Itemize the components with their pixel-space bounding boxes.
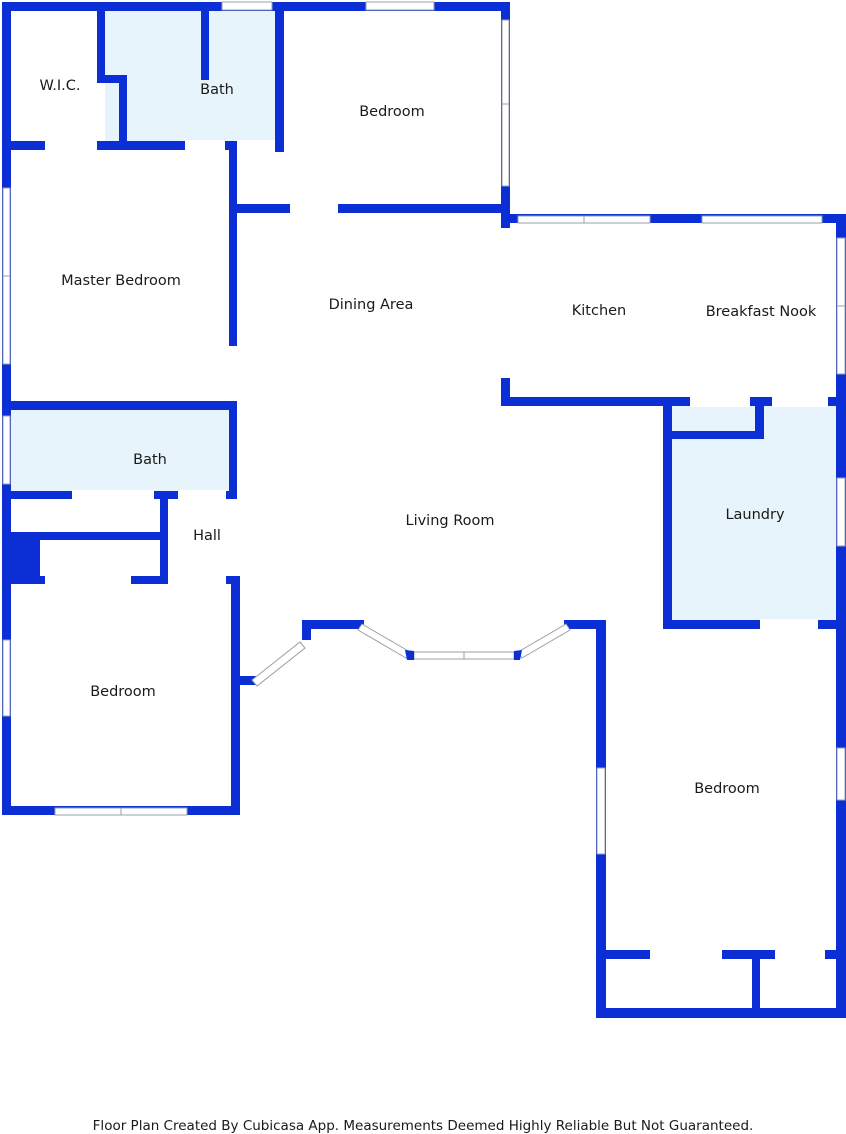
label-bedroom-right: Bedroom: [694, 781, 760, 797]
disclaimer-footer: Floor Plan Created By Cubicasa App. Meas…: [92, 1118, 754, 1134]
label-bath-mid: Bath: [133, 452, 167, 468]
label-bath-top: Bath: [200, 82, 234, 98]
room-labels: W.I.C. Bath Bedroom Master Bedroom Dinin…: [40, 78, 817, 797]
label-master-bedroom: Master Bedroom: [61, 273, 181, 289]
label-bedroom-top: Bedroom: [359, 104, 425, 120]
bath-top-fill: [105, 10, 277, 144]
floor-plan: W.I.C. Bath Bedroom Master Bedroom Dinin…: [2, 1, 846, 1018]
door-openings: [45, 140, 828, 960]
label-living-room: Living Room: [405, 513, 494, 529]
label-kitchen: Kitchen: [572, 303, 627, 319]
label-laundry: Laundry: [725, 507, 785, 523]
label-wic: W.I.C.: [40, 78, 81, 94]
laundry-fill: [669, 404, 836, 622]
label-dining-area: Dining Area: [329, 297, 414, 313]
label-breakfast-nook: Breakfast Nook: [706, 304, 817, 320]
label-bedroom-left: Bedroom: [90, 684, 156, 700]
label-hall: Hall: [193, 528, 221, 544]
windows: [2, 1, 846, 855]
bath-mid-fill: [10, 409, 234, 494]
wet-room-fills: [10, 10, 836, 622]
